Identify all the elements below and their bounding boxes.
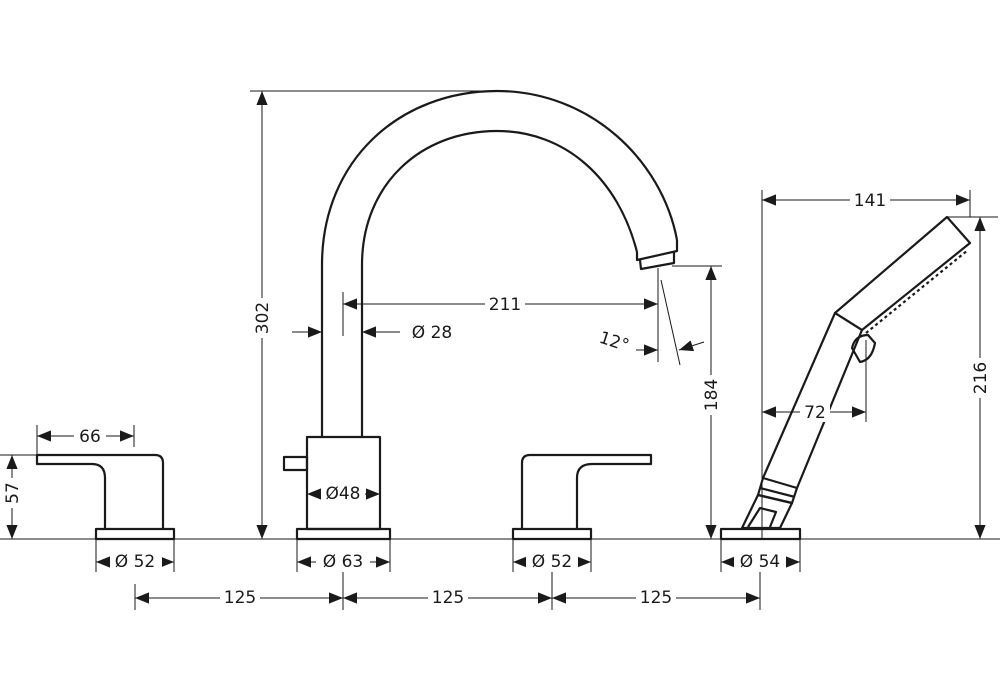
right-handle-base-plate — [511, 527, 593, 541]
aerator — [635, 240, 679, 271]
dim-48-label: Ø48 — [325, 484, 360, 504]
dim-72-label: 72 — [804, 403, 826, 423]
dim-12-label: 12° — [597, 328, 632, 356]
handshower-head — [833, 215, 972, 332]
spout-body — [305, 435, 382, 531]
dim-184-label: 184 — [702, 379, 722, 411]
handshower-grip — [761, 311, 864, 489]
dim-28-label: Ø 28 — [412, 323, 452, 343]
dim-125-3-label: 125 — [640, 588, 672, 608]
dim-66-label: 66 — [79, 427, 101, 447]
dim-302-label: 302 — [253, 302, 273, 334]
handshower — [719, 215, 972, 541]
dim-211-label: 211 — [489, 295, 521, 315]
spout-outer — [320, 89, 679, 437]
spray-mode-button — [850, 333, 877, 364]
dim-12-right-arrow — [678, 340, 705, 352]
right-handle-lever — [520, 453, 653, 529]
left-handle — [35, 453, 176, 541]
spout-inner — [360, 129, 639, 437]
hose-connector — [740, 493, 794, 530]
left-handle-base-plate — [94, 527, 176, 541]
dim-57-label: 57 — [3, 482, 23, 504]
dim-141-label: 141 — [854, 191, 886, 211]
handshower-base-plate — [719, 527, 802, 541]
dim-54-label: Ø 54 — [740, 552, 780, 572]
pop-up-knob — [282, 455, 309, 472]
right-handle — [511, 453, 653, 541]
left-handle-lever — [35, 453, 165, 529]
spout-base-plate — [295, 527, 392, 541]
spray-face — [865, 249, 969, 334]
dim-216-label: 216 — [971, 362, 991, 394]
dim-63-label: Ø 63 — [323, 552, 363, 572]
connector-ring — [756, 476, 799, 505]
dim-125-2-label: 125 — [432, 588, 464, 608]
dimensions: 302 211 Ø 28 12° 184 216 141 72 66 57 Ø … — [0, 90, 998, 610]
dim-52-left-label: Ø 52 — [115, 552, 155, 572]
dim-52-right-label: Ø 52 — [532, 552, 572, 572]
dim-125-1-label: 125 — [224, 588, 256, 608]
